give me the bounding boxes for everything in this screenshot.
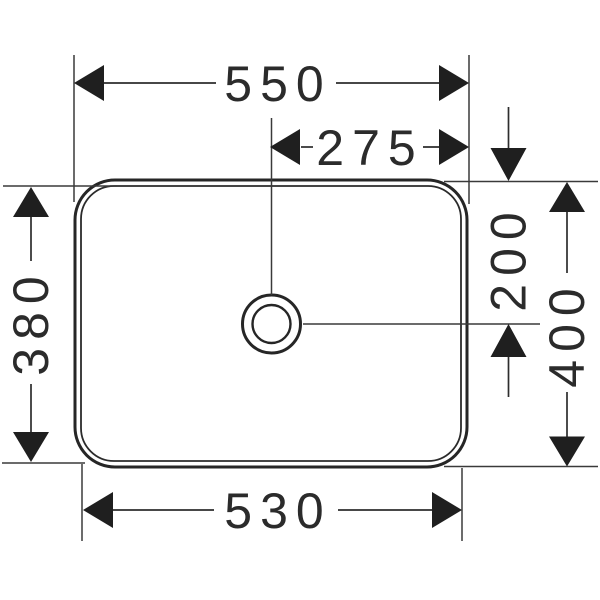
drain-hole xyxy=(241,293,302,355)
dim-550-arrow-left xyxy=(74,65,104,101)
dimension-275: 275 xyxy=(270,120,469,176)
dim-200-label: 200 xyxy=(481,204,537,311)
dim-380-arrow-bottom xyxy=(13,432,49,462)
dim-380-label: 380 xyxy=(3,268,59,375)
dimension-380: 380 xyxy=(3,187,59,462)
dim-530-label: 530 xyxy=(224,483,331,539)
drain-inner-circle xyxy=(251,303,292,345)
dim-530-arrow-left xyxy=(83,492,113,528)
dimension-530: 530 xyxy=(83,483,462,539)
dim-530-arrow-right xyxy=(432,492,462,528)
dimension-400: 400 xyxy=(539,182,595,467)
dim-275-label: 275 xyxy=(316,120,423,176)
dim-400-arrow-bottom xyxy=(549,436,585,467)
extension-lines xyxy=(2,55,598,541)
dim-400-arrow-top xyxy=(549,182,585,212)
dim-275-arrow-right xyxy=(439,129,469,165)
dim-200-arrow-top xyxy=(490,148,527,181)
dim-200-arrow-bottom xyxy=(490,324,527,357)
dim-400-label: 400 xyxy=(539,280,595,387)
dim-380-arrow-top xyxy=(13,187,49,217)
dimension-200: 200 xyxy=(481,107,537,397)
dim-275-arrow-left xyxy=(270,129,300,165)
dim-550-arrow-right xyxy=(439,65,469,101)
drain-outer-circle xyxy=(241,293,302,355)
dim-550-label: 550 xyxy=(224,56,331,112)
dimension-550: 550 xyxy=(74,56,469,112)
